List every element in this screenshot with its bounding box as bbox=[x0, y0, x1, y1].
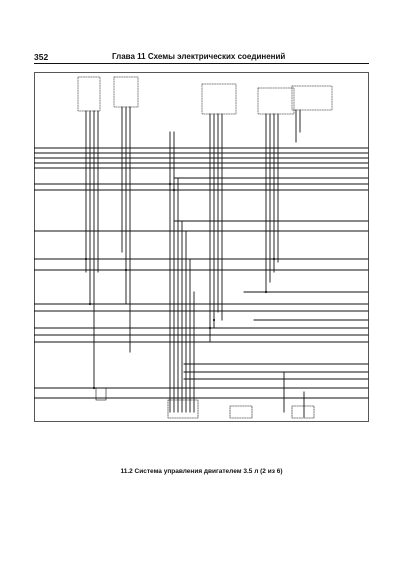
bottom-connectors bbox=[95, 387, 315, 419]
junction-dots bbox=[84, 182, 276, 390]
chapter-title: Глава 11 Схемы электрических соединений bbox=[112, 52, 286, 61]
wiring-diagram bbox=[34, 72, 369, 422]
top-connectors bbox=[77, 76, 333, 115]
diagram-frame bbox=[34, 72, 369, 422]
horizontal-wires bbox=[34, 147, 369, 399]
header-rule bbox=[34, 63, 369, 64]
page-number: 352 bbox=[34, 52, 49, 62]
vertical-wires bbox=[85, 106, 305, 418]
figure-caption: 11.2 Система управления двигателем 3.5 л… bbox=[120, 468, 283, 475]
